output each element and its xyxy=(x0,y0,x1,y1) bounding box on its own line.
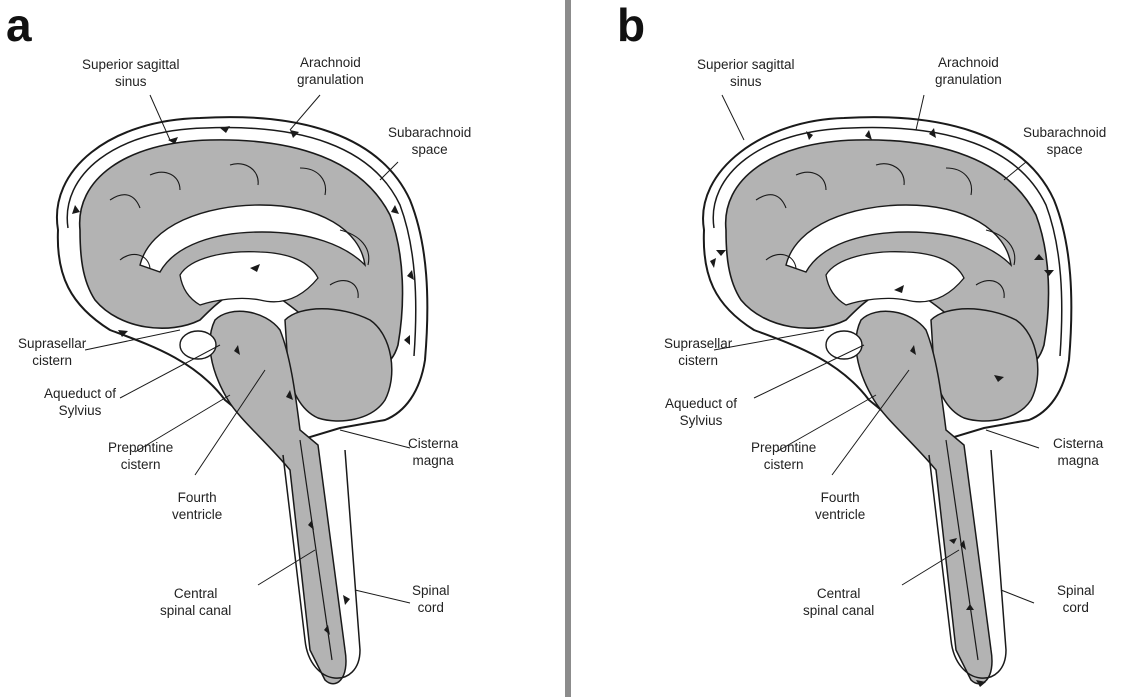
panel-b: b xyxy=(569,0,1138,697)
cerebellum xyxy=(931,309,1038,421)
cerebellum xyxy=(285,309,392,421)
panel-a: a xyxy=(0,0,569,697)
suprasellar-bulb xyxy=(180,331,216,359)
